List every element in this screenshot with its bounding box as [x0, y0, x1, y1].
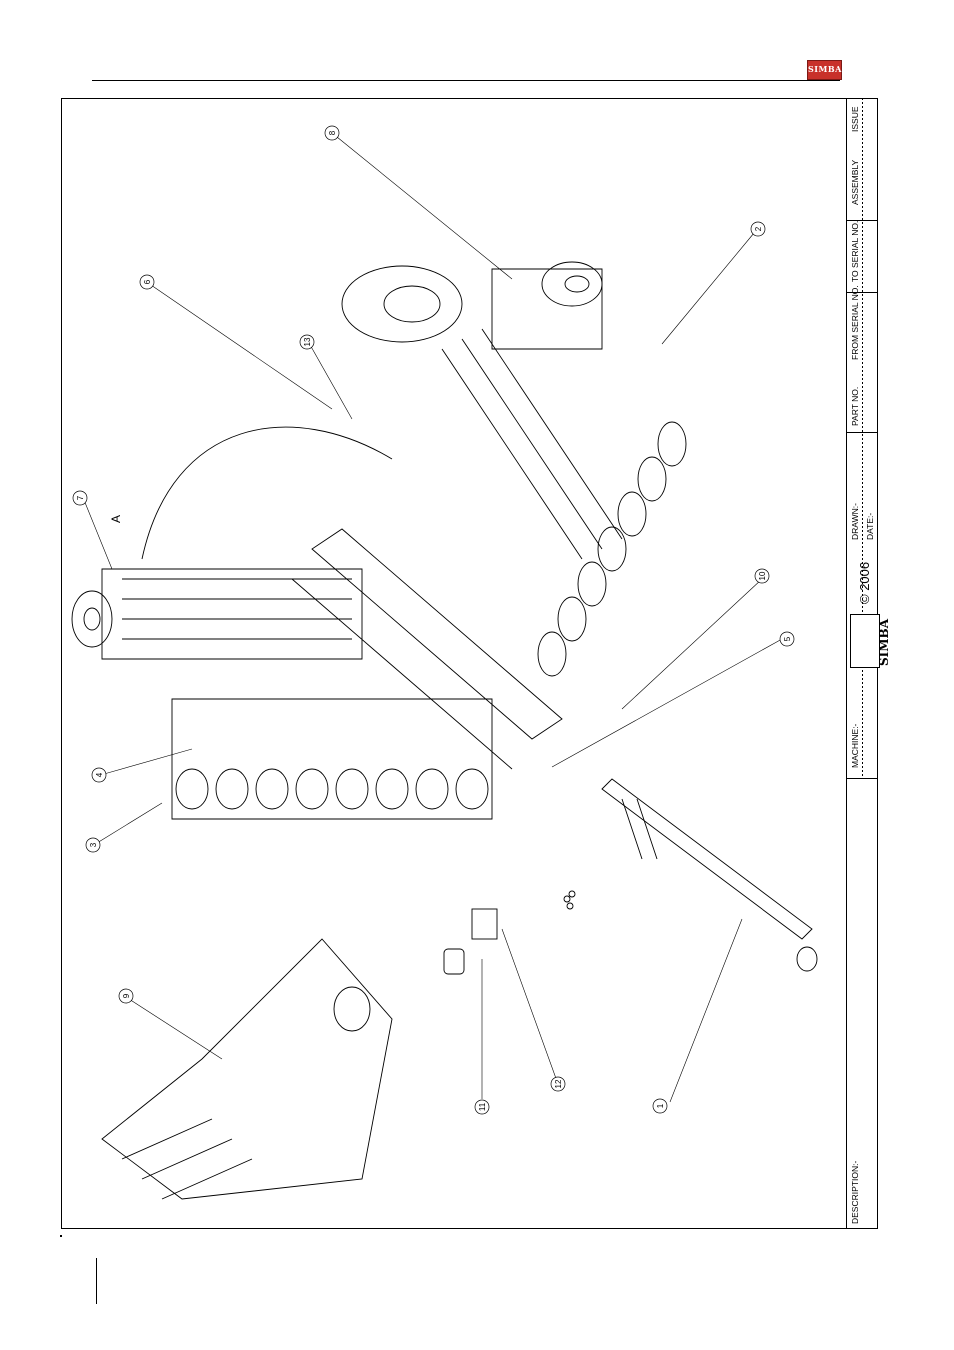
balloon-8: 8: [325, 126, 339, 140]
main-frame: [312, 529, 562, 739]
from-serial-label: FROM SERIAL NO.: [850, 285, 860, 360]
canister-part: [444, 949, 464, 974]
margin-dot: [60, 1235, 62, 1237]
copyright-text: © 2006: [857, 562, 872, 604]
balloon-7: 7: [73, 491, 87, 505]
view-a-label: A: [109, 515, 123, 523]
svg-text:6: 6: [143, 279, 152, 284]
svg-text:8: 8: [328, 130, 337, 135]
disc-gang-right: [538, 422, 686, 676]
title-block-rule: [846, 778, 878, 779]
assembly-label: ASSEMBLY: [850, 160, 860, 205]
wheel-top-left: [72, 591, 112, 647]
manual-part: [472, 909, 497, 939]
balloon-9: 9: [119, 989, 133, 1003]
description-label: DESCRIPTION:-: [850, 1161, 860, 1224]
svg-text:5: 5: [783, 636, 792, 641]
transport-wheel: [342, 266, 462, 342]
balloon-4: 4: [92, 768, 106, 782]
svg-text:11: 11: [478, 1102, 487, 1111]
title-block-divider: [846, 98, 847, 1229]
svg-text:13: 13: [303, 337, 312, 346]
title-block-mid-rule: [862, 98, 863, 778]
svg-text:10: 10: [758, 571, 767, 580]
balloon-11: 11: [475, 1100, 489, 1114]
drawbar: [602, 779, 812, 939]
balloon-3: 3: [86, 838, 100, 852]
machine-label: MACHINE:-: [850, 724, 860, 768]
hitch-eye: [797, 947, 817, 971]
svg-text:4: 4: [95, 772, 104, 777]
svg-text:12: 12: [554, 1079, 563, 1088]
disc-gang-left: [176, 769, 488, 809]
issue-label: ISSUE: [850, 106, 860, 132]
svg-text:1: 1: [656, 1103, 665, 1108]
header-rule: [92, 80, 840, 81]
rear-roller-frame: [492, 269, 602, 349]
simba-title-text: SIMBA: [877, 619, 891, 666]
part-no-label: PART NO.: [850, 387, 860, 426]
balloon-10: 10: [755, 569, 769, 583]
svg-text:3: 3: [89, 842, 98, 847]
balloon-6: 6: [140, 275, 154, 289]
balloon-5: 5: [780, 632, 794, 646]
footer-rule: [96, 1258, 97, 1304]
balloon-13: 13: [300, 335, 314, 349]
exploded-assembly-diagram: 1 2 3 4 5 6 7 8 9 10 11 12 13 A: [62, 99, 844, 1227]
date-label: DATE:-: [865, 513, 875, 540]
simba-title-logo: SIMBA: [850, 614, 880, 668]
drawn-label: DRAWN:-: [850, 503, 860, 540]
balloon-2: 2: [751, 222, 765, 236]
logo-text: SIMBA: [808, 64, 841, 74]
balloon-12: 12: [551, 1077, 565, 1091]
svg-text:2: 2: [754, 226, 763, 231]
svg-text:7: 7: [76, 495, 85, 500]
svg-text:9: 9: [122, 993, 131, 998]
to-serial-label: TO SERIAL NO.: [850, 221, 860, 282]
detail-view-a: [102, 939, 392, 1199]
simba-logo: SIMBA: [807, 60, 842, 80]
balloon-1: 1: [653, 1099, 667, 1113]
